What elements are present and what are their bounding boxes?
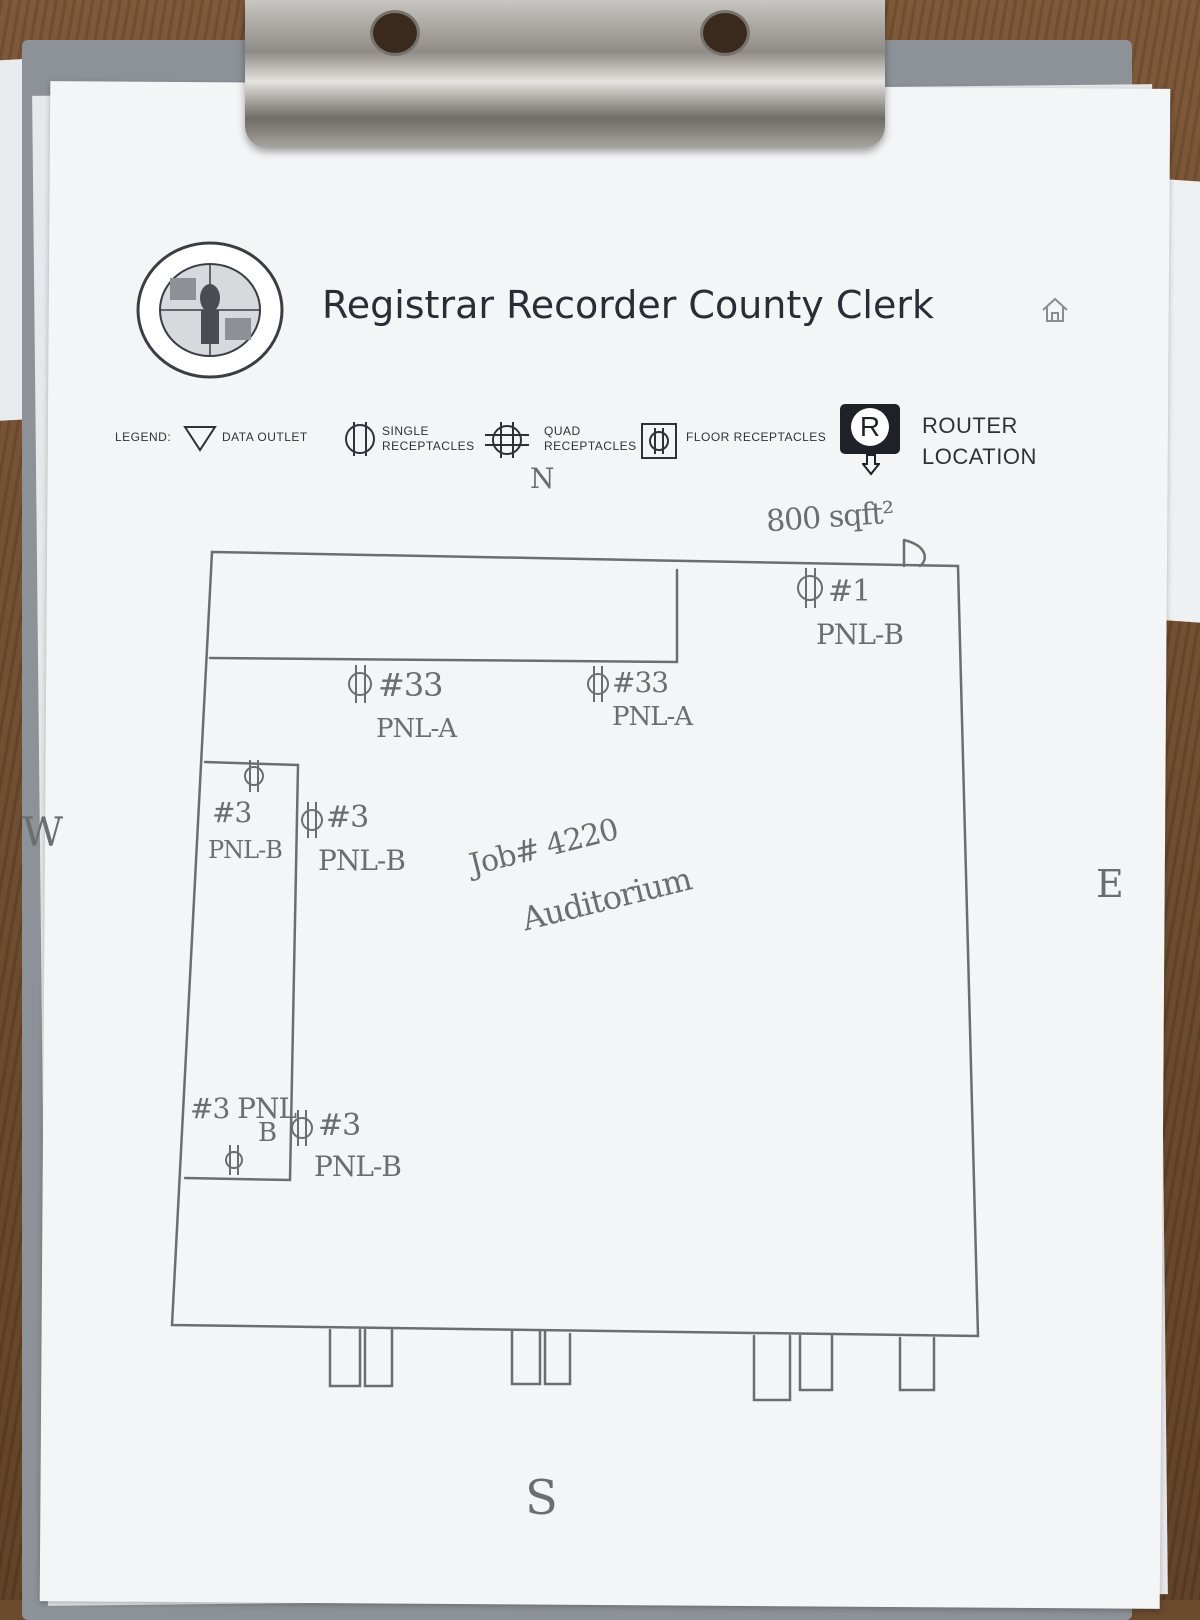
router-arrow-icon — [862, 454, 880, 476]
receptacle-symbol-5 — [301, 809, 323, 831]
receptacle-7-panel: PNL-B — [314, 1150, 402, 1183]
receptacle-1-panel: PNL-B — [816, 618, 904, 651]
receptacle-4-circuit: #3 — [212, 796, 252, 829]
compass-east: E — [1096, 862, 1124, 906]
compass-south: S — [525, 1470, 558, 1526]
door-3 — [752, 1334, 834, 1402]
legend-data-outlet: DATA OUTLET — [222, 430, 308, 444]
west-alcove — [183, 760, 300, 1182]
receptacle-symbol-6 — [291, 1117, 313, 1139]
receptacle-symbol-3 — [587, 673, 609, 695]
receptacle-4-panel: PNL-B — [208, 836, 283, 864]
receptacle-symbol-2 — [348, 672, 372, 696]
floor-receptacle-icon — [641, 423, 677, 459]
receptacle-symbol-4 — [244, 766, 264, 786]
north-alcove — [208, 568, 679, 664]
receptacle-6-circuit: #3 PNL — [190, 1092, 297, 1125]
clip-hole-left — [370, 10, 420, 56]
county-seal — [136, 241, 284, 379]
notch-ne — [902, 538, 927, 568]
single-receptacle-icon — [345, 422, 375, 456]
receptacle-5-circuit: #3 — [326, 800, 369, 835]
door-4 — [898, 1336, 936, 1392]
receptacle-symbol-7 — [225, 1151, 243, 1169]
legend-router-location: ROUTER LOCATION — [922, 413, 1037, 469]
receptacle-3-panel: PNL-A — [612, 702, 693, 732]
router-location-icon: R — [840, 404, 900, 454]
compass-west: W — [22, 810, 63, 856]
receptacle-5-panel: PNL-B — [318, 844, 406, 877]
legend-single-receptacles: SINGLE RECEPTACLES — [382, 424, 475, 453]
receptacle-7-circuit: #3 — [318, 1108, 361, 1143]
room-outline — [170, 550, 980, 1338]
legend-label: LEGEND: — [115, 430, 172, 444]
receptacle-2-circuit: #33 — [378, 666, 444, 704]
legend: LEGEND: DATA OUTLET SINGLE RECEPTACLES Q… — [110, 402, 1070, 492]
door-1 — [328, 1328, 394, 1388]
receptacle-1-circuit: #1 — [828, 574, 871, 609]
receptacle-2-panel: PNL-A — [376, 714, 457, 744]
clip-hole-right — [700, 10, 750, 56]
receptacle-symbol-1 — [797, 575, 823, 601]
receptacle-6-panel: B — [258, 1118, 277, 1148]
legend-floor-receptacles: FLOOR RECEPTACLES — [686, 430, 827, 444]
quad-receptacle-icon — [485, 422, 529, 458]
legend-quad-receptacles: QUAD RECEPTACLES — [544, 424, 637, 453]
receptacle-3-circuit: #33 — [612, 666, 669, 699]
home-icon[interactable] — [1040, 296, 1070, 324]
clipboard-clip — [245, 0, 885, 148]
page-title: Registrar Recorder County Clerk — [322, 283, 934, 327]
compass-north: N — [530, 462, 554, 495]
data-outlet-icon — [183, 426, 217, 452]
door-2 — [510, 1328, 572, 1386]
